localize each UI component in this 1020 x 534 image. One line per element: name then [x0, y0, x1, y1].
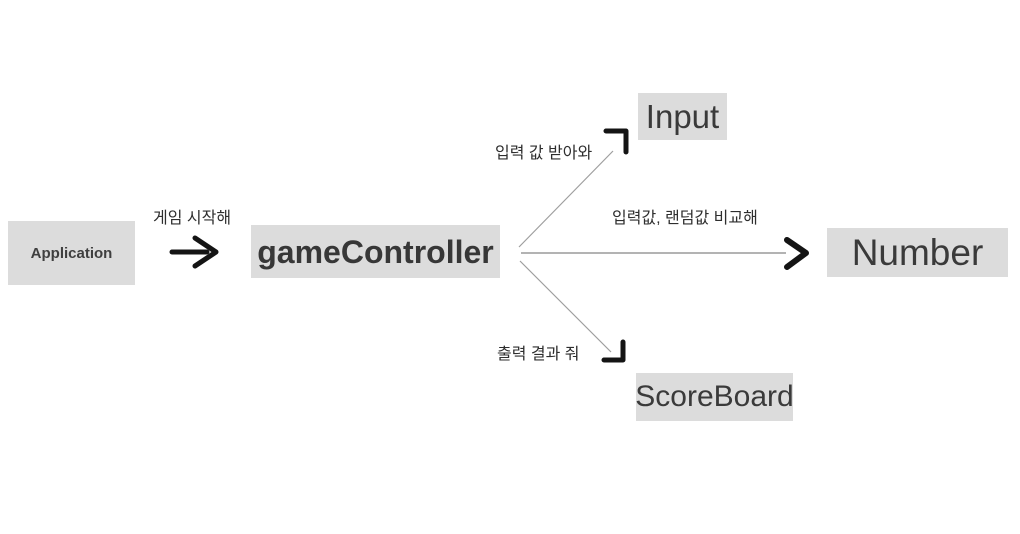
arrowhead-scoreboard	[601, 339, 626, 363]
edge-gamecontroller-to-scoreboard	[519, 260, 612, 353]
node-scoreboard: ScoreBoard	[635, 373, 794, 421]
arrow-application-to-gamecontroller-head	[192, 235, 219, 269]
edge-label-give-output: 출력 결과 줘	[497, 346, 580, 363]
node-number: Number	[827, 228, 1008, 277]
edge-label-get-input: 입력 값 받아와	[495, 145, 593, 162]
node-application: Application	[8, 221, 135, 285]
arrowhead-number	[784, 237, 809, 270]
edge-label-compare-values: 입력값, 랜덤값 비교해	[612, 210, 758, 227]
edge-label-start-game: 게임 시작해	[153, 210, 232, 227]
edge-gamecontroller-to-input	[518, 150, 614, 248]
node-gamecontroller: gameController	[251, 225, 500, 278]
node-input: Input	[638, 93, 727, 140]
arrowhead-input	[603, 128, 629, 155]
